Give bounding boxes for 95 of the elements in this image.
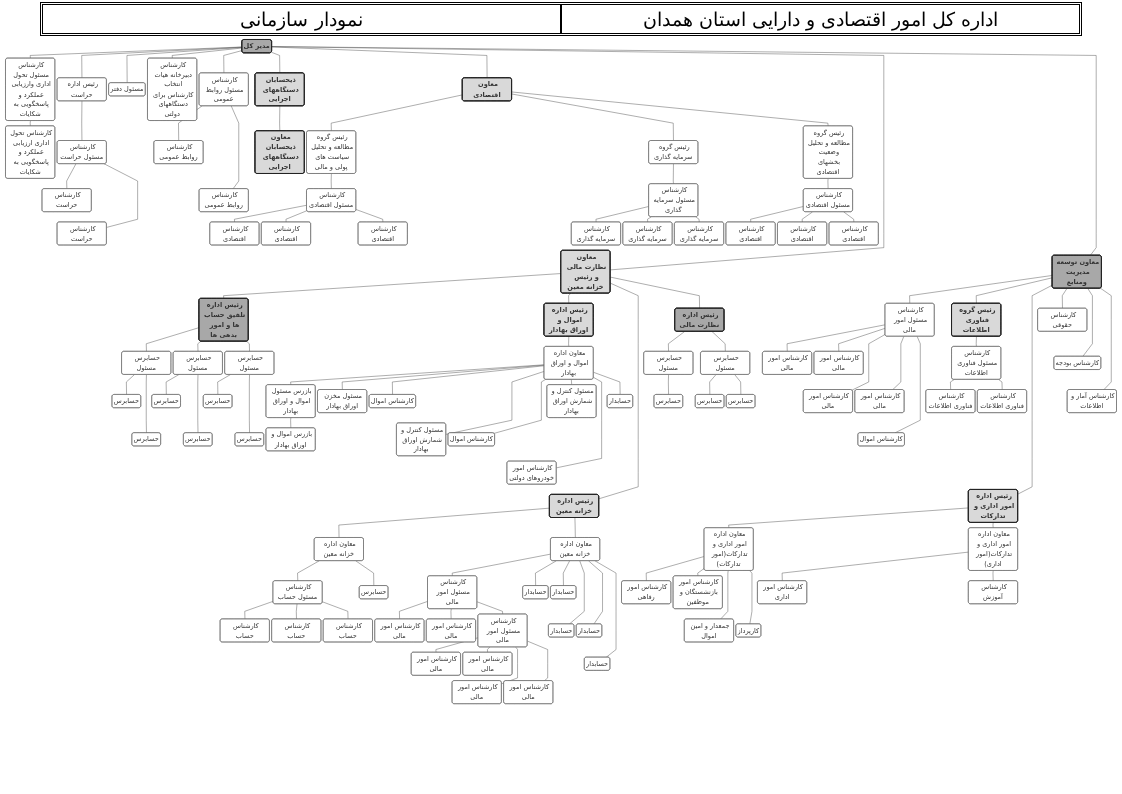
connector [290,364,545,386]
connector [271,46,488,79]
connector [569,560,585,625]
connector [81,46,243,79]
connector [610,276,700,309]
connector [781,551,969,582]
connector [338,507,550,538]
connector [535,560,557,586]
connector [909,275,1053,304]
connector [511,91,829,127]
connector [598,282,639,500]
connector [146,374,147,434]
connector [851,334,886,391]
connector [29,46,243,59]
connector [838,328,886,352]
connector [697,568,705,577]
connector [695,216,700,223]
connector [476,601,503,615]
connector [231,105,239,189]
connector [1062,288,1068,309]
connector [126,374,135,395]
connector [734,374,742,395]
connector [392,365,545,395]
connector [271,52,281,74]
connector [594,560,617,658]
connector [146,327,200,352]
connector [645,556,705,582]
connector [197,374,199,434]
connector [399,601,428,620]
connector [171,47,243,59]
connector [843,211,855,223]
connector [894,336,921,434]
connector [223,273,562,299]
connector [595,206,649,223]
connector [511,93,674,141]
connector [992,522,994,529]
connector [322,601,349,620]
title: نمودار سازمانی [239,7,364,33]
connector [568,336,570,347]
connector [527,640,548,681]
connector [66,163,77,189]
connector [786,324,886,352]
connector [709,374,717,395]
connector [1017,284,1053,495]
connector [711,331,726,352]
connector [1082,288,1093,357]
connector [749,570,753,625]
connector [234,205,307,223]
connector [246,341,250,352]
connector [568,293,571,304]
organization-name: اداره کل امور اقتصادی و دارایی استان همدان [560,5,1079,33]
connector [571,379,572,386]
connector [297,560,320,582]
connector [728,507,969,529]
connector [950,379,955,390]
connector [556,377,602,469]
connector [445,371,545,435]
connector [673,163,674,185]
connector [285,210,308,223]
connector [750,206,804,223]
connector [992,570,994,582]
connector [126,47,243,84]
connector [668,374,669,395]
connector [976,336,977,347]
connector [668,331,685,352]
connector [801,211,813,223]
connector [29,120,31,127]
connector [104,163,138,228]
connector [892,336,905,390]
connector [720,570,729,620]
connector [355,560,375,586]
connector [593,372,621,395]
connector [1100,287,1112,390]
connector [450,608,452,620]
connector [827,178,829,189]
connector [493,379,546,434]
connector [487,646,490,653]
connector [271,46,1097,256]
connector [290,417,292,429]
connector [296,603,298,620]
connector [244,601,274,620]
connector [976,277,1053,304]
connector [563,560,570,586]
connector [249,374,250,434]
connector [279,105,281,132]
connector [355,209,384,223]
connector [330,94,463,132]
connector [574,517,576,538]
connector [588,560,603,625]
connector [330,173,332,189]
connector [271,46,885,271]
connector [197,341,202,352]
connector [451,553,551,577]
connector [81,100,83,141]
connector [998,379,1003,390]
